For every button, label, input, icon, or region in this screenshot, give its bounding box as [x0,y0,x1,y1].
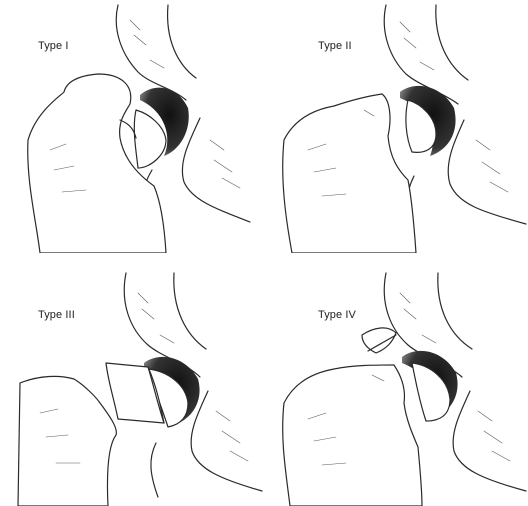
panel-type-2: Type II [264,0,528,253]
type-1-hip-drawing [0,0,264,253]
panel-type-4: Type IV [264,253,528,506]
type-4-hip-drawing [264,253,528,506]
type-3-hip-drawing [0,253,264,506]
type-2-hip-drawing [264,0,528,253]
panel-type-3: Type III [0,253,264,506]
panel-type-1: Type I [0,0,264,253]
